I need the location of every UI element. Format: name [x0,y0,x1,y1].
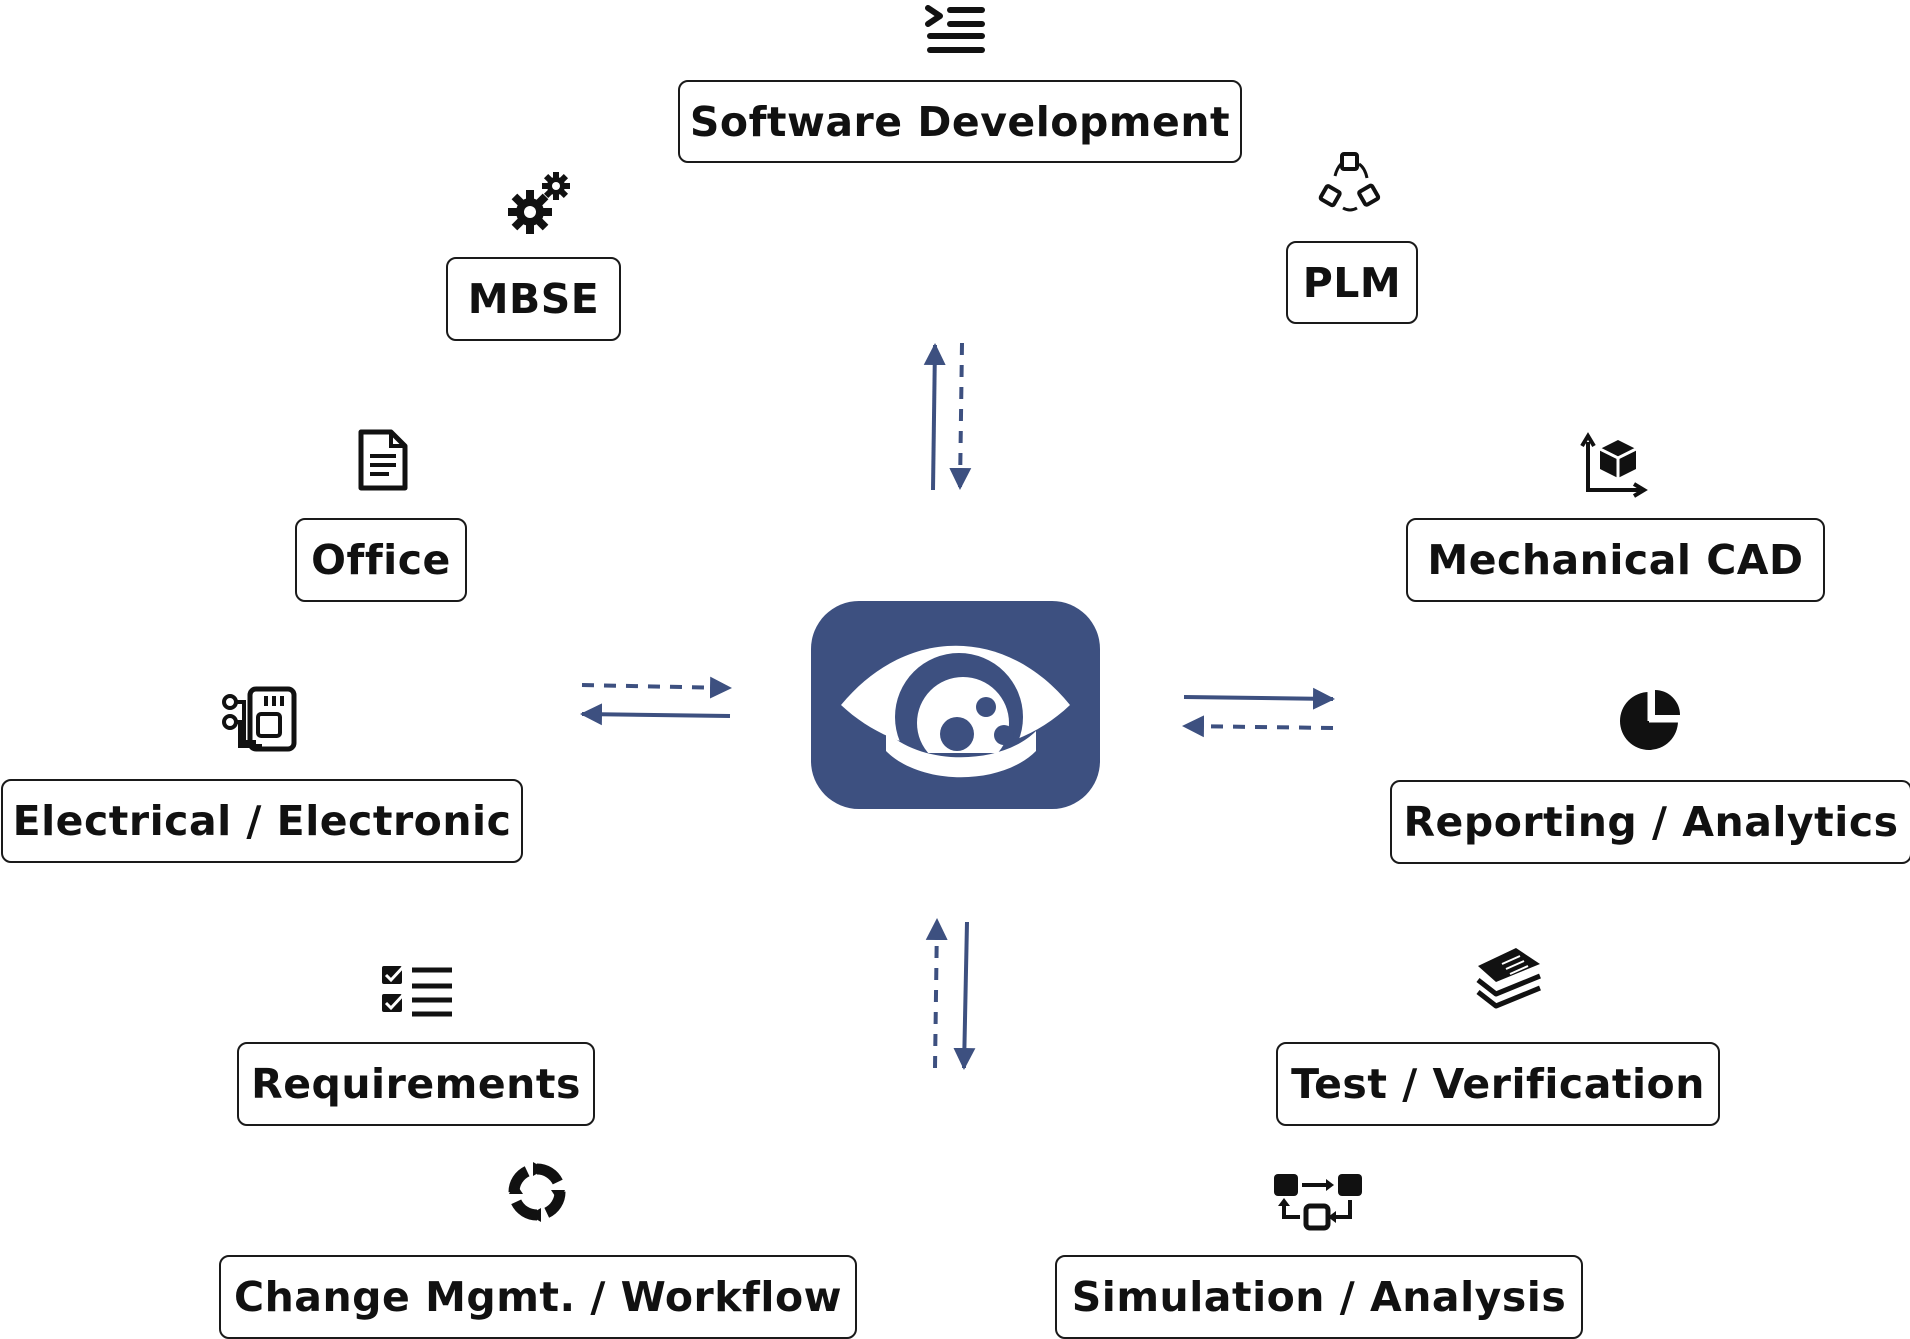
node-software-development: Software Development [678,80,1242,163]
node-mbse: MBSE [446,257,621,341]
node-reporting-analytics: Reporting / Analytics [1390,780,1910,864]
arrow-left-solid [580,703,731,726]
node-label: Change Mgmt. / Workflow [234,1273,842,1321]
node-test-verification: Test / Verification [1276,1042,1720,1126]
node-label: Software Development [689,97,1231,146]
arrow-down-solid [953,921,976,1070]
node-office: Office [295,518,467,602]
checklist-icon [380,962,454,1020]
arrow-up-solid [923,343,946,491]
node-requirements: Requirements [237,1042,595,1126]
node-label: Mechanical CAD [1427,536,1804,584]
hub-logo [811,601,1100,809]
eye-logo-icon [811,601,1100,809]
node-label: Reporting / Analytics [1403,798,1899,846]
node-plm: PLM [1286,241,1418,324]
document-icon [357,428,409,492]
cycle-shapes-icon [1317,150,1383,216]
cube-axes-icon [1580,432,1648,498]
node-label: Simulation / Analysis [1071,1273,1567,1321]
node-label: Requirements [251,1060,581,1108]
arrow-down-dashed [949,342,972,490]
circuit-chip-icon [222,686,298,754]
node-simulation-analysis: Simulation / Analysis [1055,1255,1583,1339]
arrow-left-dashed [1182,715,1334,738]
node-electrical-electronic: Electrical / Electronic [1,779,523,863]
node-label: PLM [1302,258,1402,307]
node-mechanical-cad: Mechanical CAD [1406,518,1825,602]
arrow-right-dashed [581,676,732,699]
pie-chart-icon [1620,688,1682,750]
circular-arrows-icon [503,1158,571,1226]
node-label: MBSE [467,275,600,323]
stacked-layers-icon [1472,940,1546,1016]
node-label: Office [311,536,451,584]
node-label: Test / Verification [1291,1060,1705,1108]
node-label: Electrical / Electronic [12,797,512,845]
node-change-mgmt-workflow: Change Mgmt. / Workflow [219,1255,857,1339]
gears-icon [506,170,572,236]
arrow-up-dashed [925,918,948,1069]
arrow-right-solid [1183,687,1335,710]
code-list-icon [924,2,988,56]
flow-blocks-icon [1272,1172,1366,1232]
